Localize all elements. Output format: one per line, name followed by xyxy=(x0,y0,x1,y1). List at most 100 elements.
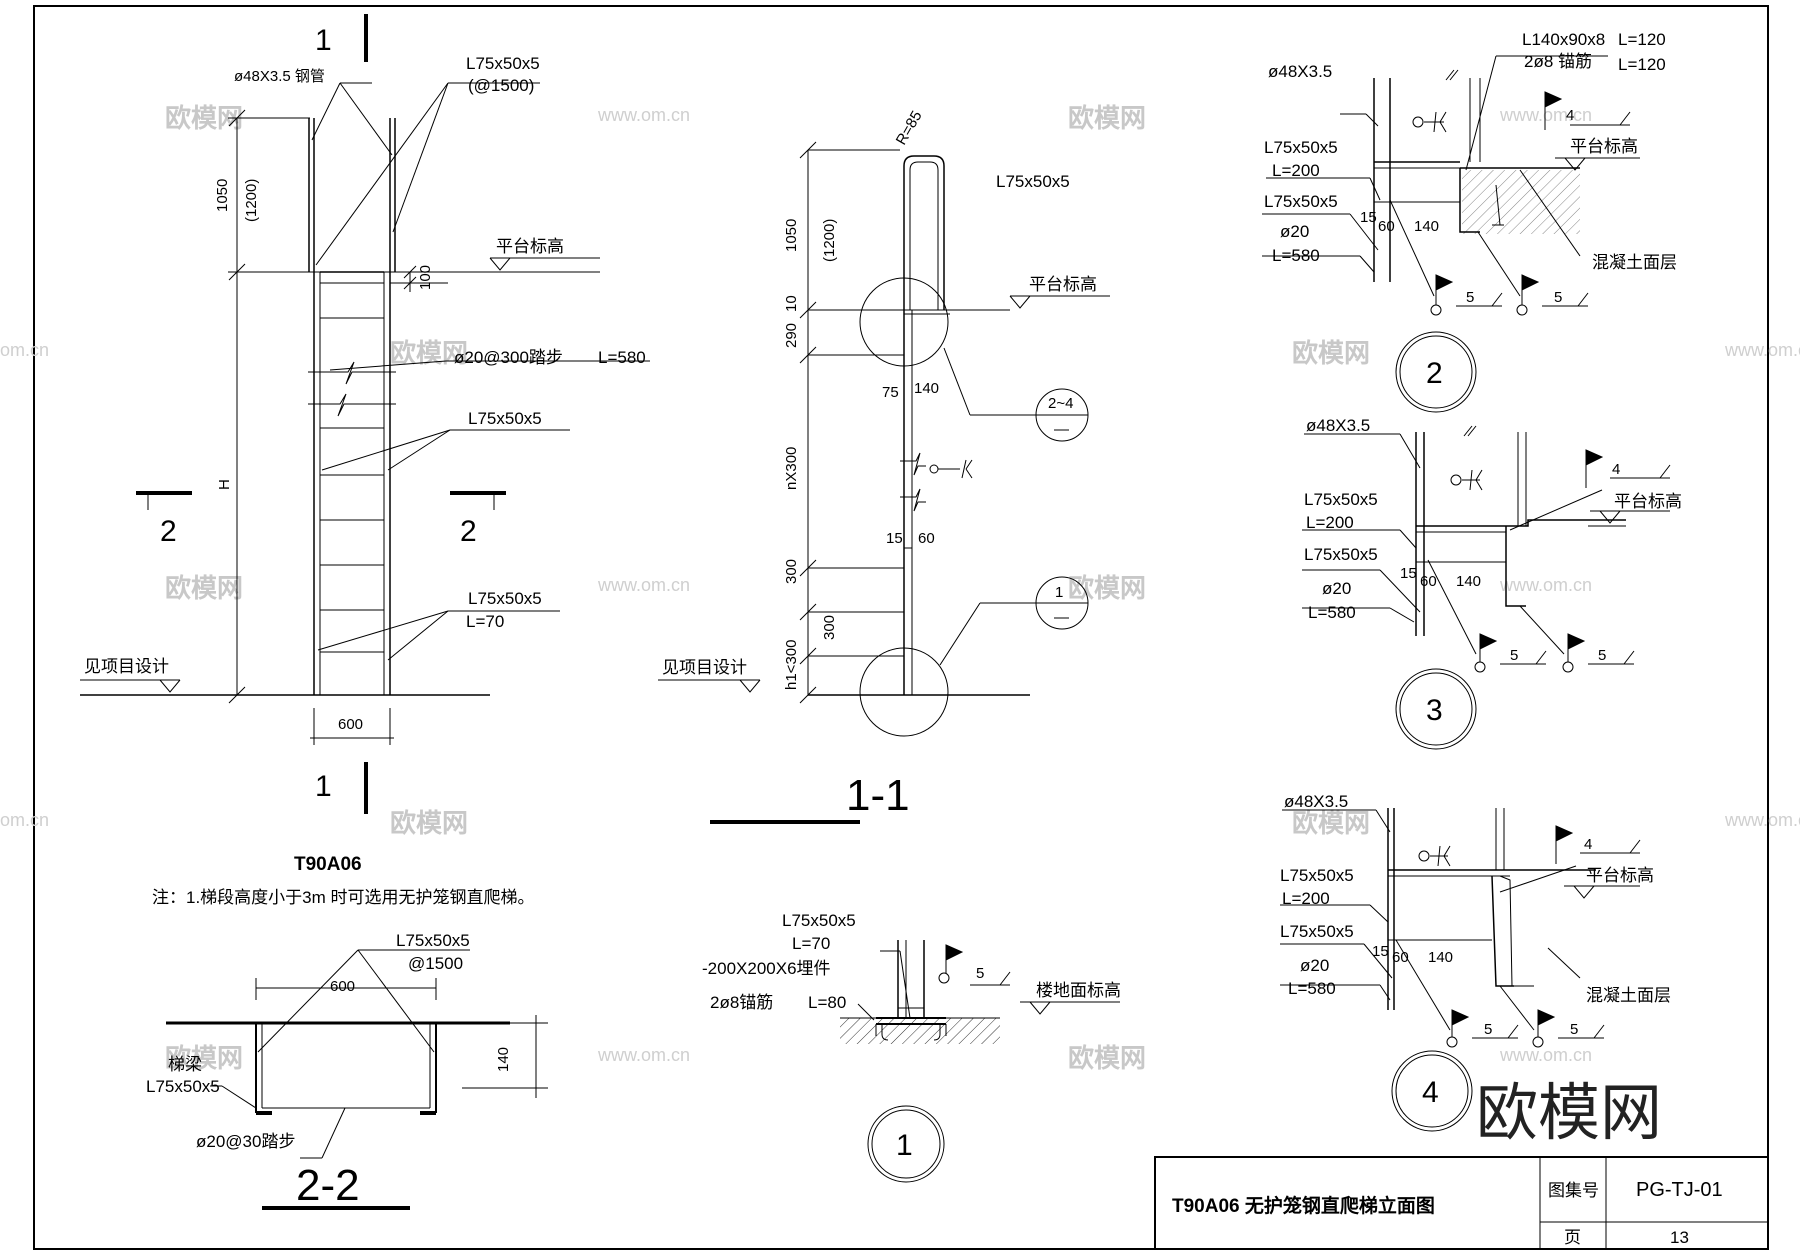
watermark-url: www.om.cn xyxy=(597,105,690,125)
d4-weld-5b: 5 xyxy=(1570,1021,1578,1038)
d4-concrete: 混凝土面层 xyxy=(1586,986,1671,1005)
d2-concrete: 混凝土面层 xyxy=(1592,253,1677,272)
section-mark-1-bottom: 1 xyxy=(315,770,332,803)
d3-weld-4: 4 xyxy=(1612,461,1620,478)
title-block xyxy=(1154,1156,1769,1250)
d4-angle-b: L75x50x5 xyxy=(1280,922,1354,941)
d1-weld: 5 xyxy=(976,965,984,982)
watermark-url: om.cn xyxy=(0,340,49,360)
page-no: 13 xyxy=(1670,1228,1689,1247)
d3-bar: ø20 xyxy=(1322,579,1351,598)
d1-anchor: 2ø8锚筋 xyxy=(710,993,773,1012)
detail-2-text: L140x90x8 L=120 2ø8 锚筋 L=120 ø48X3.5 4 平… xyxy=(1264,30,1677,390)
s11-dim-75: 75 xyxy=(882,384,899,401)
rung-label: ø20@300踏步 xyxy=(454,348,563,367)
detail-4 xyxy=(1280,808,1641,1132)
d3-angle-a-length: L=200 xyxy=(1306,513,1354,532)
atlas-no-label: 图集号 xyxy=(1548,1181,1599,1200)
s22-beam-angle: L75x50x5 xyxy=(146,1077,220,1096)
detail-4-text: ø48X3.5 4 平台标高 L75x50x5 L=200 L75x50x5 1… xyxy=(1280,792,1671,1109)
watermark-brand: 欧模网 xyxy=(165,573,243,603)
watermark-url: www.om.cn xyxy=(1724,340,1800,360)
d2-angle-b: L75x50x5 xyxy=(1264,192,1338,211)
d1-plate: -200X200X6埋件 xyxy=(702,959,831,978)
section-2-2-text: L75x50x5 @1500 600 梯梁 L75x50x5 140 ø20@3… xyxy=(146,931,512,1210)
detail-1 xyxy=(840,940,1120,1183)
angle-bottom-length: L=70 xyxy=(466,612,504,631)
s11-dim-h1: h1<300 xyxy=(783,640,800,690)
s11-ground: 见项目设计 xyxy=(662,658,747,677)
d1-anchor-length: L=80 xyxy=(808,993,846,1012)
d2-dim-15: 15 xyxy=(1360,209,1377,226)
section-1-1-title: 1-1 xyxy=(846,771,910,820)
d3-angle-b: L75x50x5 xyxy=(1304,545,1378,564)
dim-100: 100 xyxy=(417,265,434,290)
d2-anchor: 2ø8 锚筋 xyxy=(1524,52,1592,71)
d4-bar: ø20 xyxy=(1300,956,1329,975)
d3-weld-5b: 5 xyxy=(1598,647,1606,664)
s11-dim-290: 290 xyxy=(783,323,800,348)
detail-3-text: ø48X3.5 4 平台标高 L75x50x5 L=200 L75x50x5 1… xyxy=(1304,416,1682,727)
d3-pipe: ø48X3.5 xyxy=(1306,416,1370,435)
s11-ref-1-sheet: — xyxy=(1054,609,1069,626)
ladder-elevation xyxy=(80,14,650,814)
d2-pipe: ø48X3.5 xyxy=(1268,62,1332,81)
watermark-brand: 欧模网 xyxy=(1292,808,1370,838)
d3-bar-length: L=580 xyxy=(1308,603,1356,622)
detail-1-label: 1 xyxy=(896,1129,913,1162)
dim-1200: (1200) xyxy=(243,179,260,222)
s11-ref-2-4-sheet: — xyxy=(1054,421,1069,438)
s11-angle: L75x50x5 xyxy=(996,172,1070,191)
width-dim: 600 xyxy=(338,716,363,733)
watermark-brand: 欧模网 xyxy=(390,808,468,838)
d3-platform: 平台标高 xyxy=(1614,492,1682,511)
d2-bar: ø20 xyxy=(1280,222,1309,241)
d2-platform: 平台标高 xyxy=(1570,137,1638,156)
d1-length: L=70 xyxy=(792,934,830,953)
watermark-url: www.om.cn xyxy=(1499,575,1592,595)
d4-dim-60: 60 xyxy=(1392,949,1409,966)
s11-ref-2-4: 2~4 xyxy=(1048,395,1073,412)
d2-dim-140: 140 xyxy=(1414,218,1439,235)
sheet-title: T90A06 无护笼钢直爬梯立面图 xyxy=(1172,1194,1435,1217)
dim-h: H xyxy=(216,479,233,490)
d4-bar-length: L=580 xyxy=(1288,979,1336,998)
s22-depth: 140 xyxy=(495,1047,512,1072)
cut-mark-2-left: 2 xyxy=(160,515,177,548)
rung-length: L=580 xyxy=(598,348,646,367)
d4-platform: 平台标高 xyxy=(1586,866,1654,885)
elevation-name: T90A06 xyxy=(294,854,362,875)
d1-floor-level: 楼地面标高 xyxy=(1036,981,1121,1000)
d3-dim-15: 15 xyxy=(1400,565,1417,582)
watermark-url: www.om.cn xyxy=(1499,1045,1592,1065)
d3-angle-a: L75x50x5 xyxy=(1304,490,1378,509)
d2-angle-a: L75x50x5 xyxy=(1264,138,1338,157)
d2-angle-big: L140x90x8 xyxy=(1522,30,1605,49)
watermark-brand: 欧模网 xyxy=(1068,573,1146,603)
section-2-2-title: 2-2 xyxy=(296,1161,360,1210)
detail-2-label: 2 xyxy=(1426,357,1443,390)
ground-level-label: 见项目设计 xyxy=(84,657,169,676)
d2-weld-5a: 5 xyxy=(1466,289,1474,306)
s11-dim-10: 10 xyxy=(783,295,800,312)
section-1-1-text: R=85 L75x50x5 1050 (1200) 平台标高 10 290 75… xyxy=(662,108,1097,820)
watermark-url: om.cn xyxy=(0,810,49,830)
angle-bottom-label: L75x50x5 xyxy=(468,589,542,608)
d3-dim-140: 140 xyxy=(1456,573,1481,590)
brand-logo: 欧模网 xyxy=(1476,1079,1662,1148)
angle-top-label: L75x50x5 xyxy=(466,54,540,73)
detail-2 xyxy=(1262,55,1640,413)
d2-weld-5b: 5 xyxy=(1554,289,1562,306)
d4-weld-4: 4 xyxy=(1584,836,1592,853)
detail-4-label: 4 xyxy=(1422,1076,1439,1109)
watermark-brand: 欧模网 xyxy=(1068,1043,1146,1073)
watermark-layer: 欧模网 欧模网 欧模网 欧模网 欧模网 欧模网 欧模网 欧模网 欧模网 欧模网 … xyxy=(0,103,1800,1073)
s11-ref-1: 1 xyxy=(1055,584,1063,601)
watermark-url: www.om.cn xyxy=(1724,810,1800,830)
s22-rung: ø20@30踏步 xyxy=(196,1132,295,1151)
watermark-url: www.om.cn xyxy=(597,1045,690,1065)
dim-1050: 1050 xyxy=(214,179,231,212)
d2-dim-60: 60 xyxy=(1378,218,1395,235)
angle-mid-label: L75x50x5 xyxy=(468,409,542,428)
